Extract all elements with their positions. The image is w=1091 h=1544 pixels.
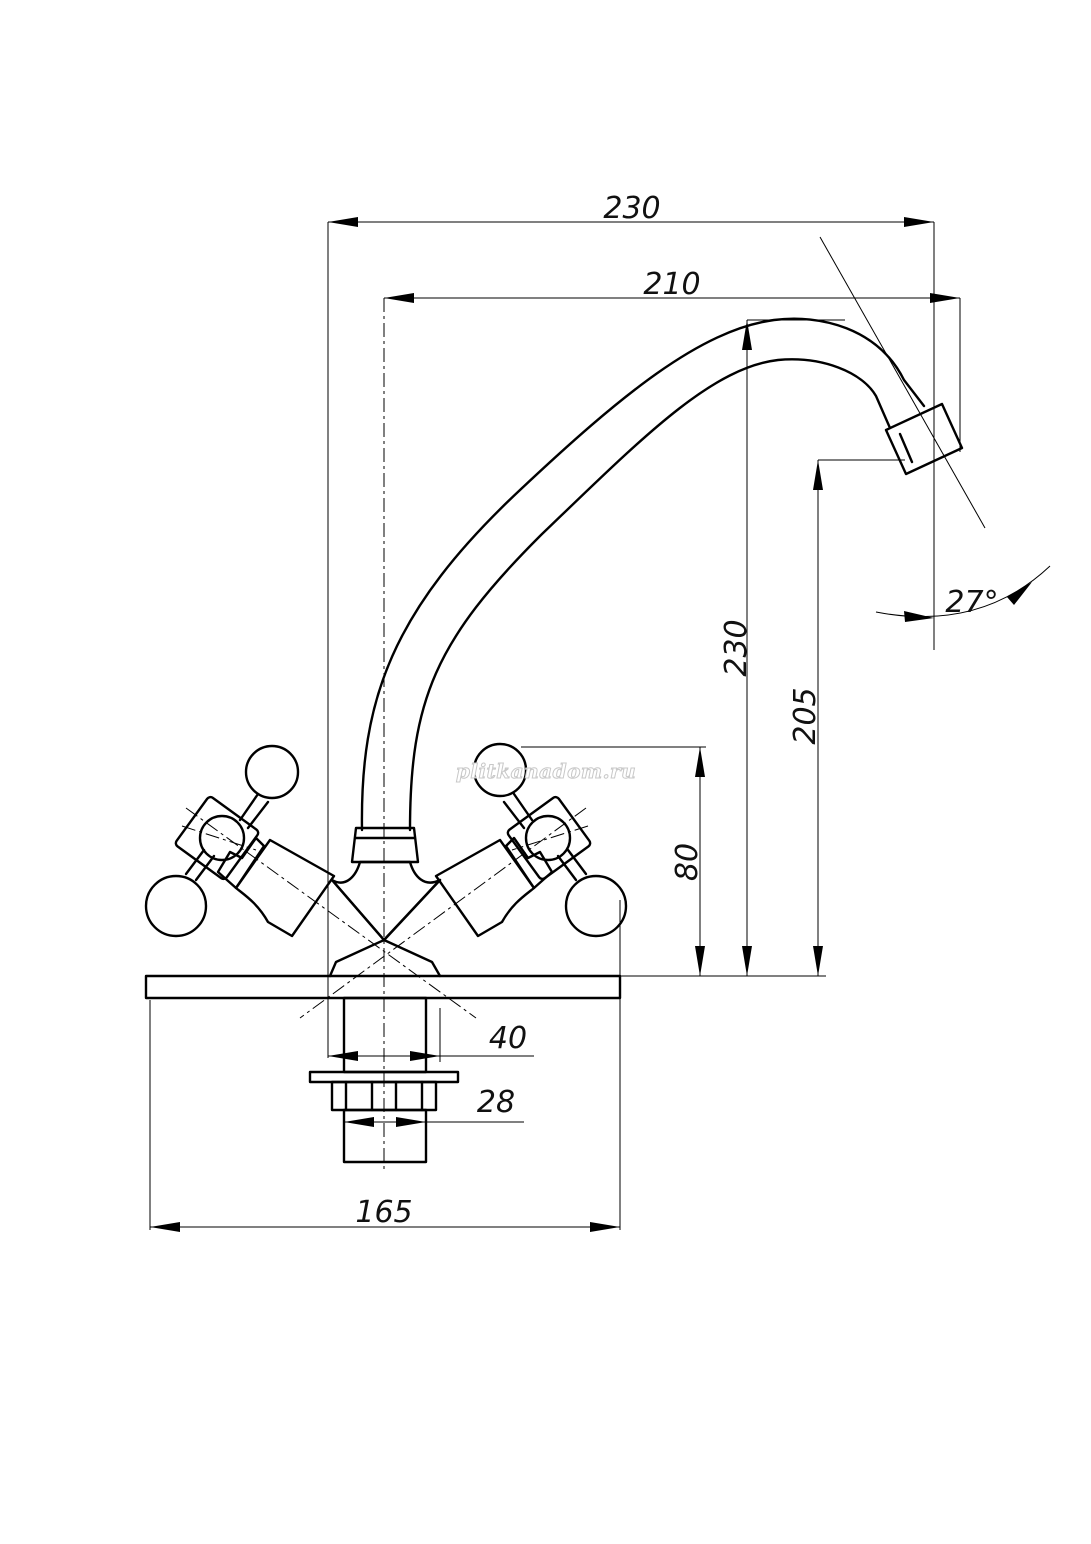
aerator-edge — [898, 432, 914, 464]
dimension-labels: 230 210 27° 230 205 80 40 28 165 — [355, 191, 998, 1230]
dim-base-diameter: 40 — [489, 1021, 527, 1056]
central-body — [330, 860, 442, 942]
dim-spout-angle: 27° — [945, 585, 998, 620]
right-cross-handle — [472, 742, 628, 938]
mounting-assembly — [144, 974, 622, 1164]
countertop — [144, 974, 622, 1000]
extension-lines — [149, 222, 986, 1230]
dim-thread-diameter: 28 — [477, 1085, 515, 1120]
mounting-shank — [342, 996, 428, 1074]
watermark: plitkanadom.ru — [456, 759, 636, 783]
dim-total-height: 230 — [719, 619, 754, 676]
dim-total-reach: 230 — [603, 191, 660, 226]
threaded-stud — [342, 1108, 428, 1164]
spout — [360, 317, 926, 832]
right-cartridge — [434, 838, 536, 938]
dim-outlet-height: 205 — [788, 687, 823, 744]
base-flange — [328, 938, 442, 978]
dim-spout-reach: 210 — [643, 267, 700, 302]
dim-handle-span: 165 — [355, 1195, 412, 1230]
dimension-lines — [150, 217, 1051, 1232]
aerator — [884, 402, 964, 476]
center-lines — [181, 298, 935, 1172]
dim-handle-height: 80 — [670, 843, 705, 881]
spout-collar — [350, 826, 420, 864]
left-cross-handle — [144, 744, 300, 938]
